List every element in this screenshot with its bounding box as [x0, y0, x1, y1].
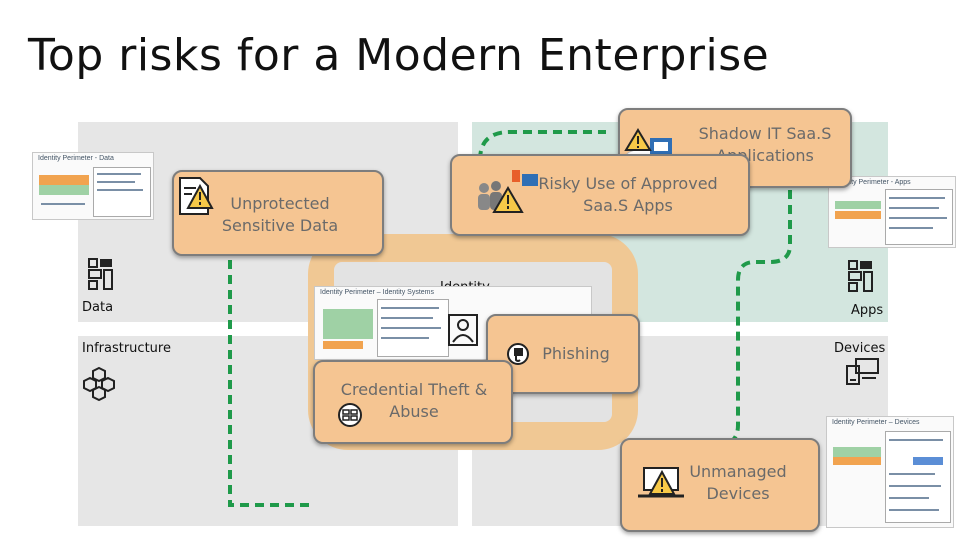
- data-pillar-icon: [88, 258, 113, 290]
- risk-credential-line1: Credential Theft &: [340, 380, 488, 399]
- risk-card-risky-use: Risky Use of Approved Saa.S Apps: [450, 154, 750, 236]
- risk-card-credential-theft: Credential Theft & Abuse: [313, 360, 513, 444]
- pillar-label-data: Data: [82, 300, 114, 315]
- risk-card-unprotected-data: Unprotected Sensitive Data: [172, 170, 384, 256]
- pillar-label-apps: Apps: [851, 303, 884, 318]
- users-apps-warning-icon: [478, 170, 538, 213]
- risk-credential-line2: Abuse: [389, 402, 439, 421]
- document-warning-icon: [179, 177, 214, 215]
- thumbnail-devices: Identity Perimeter – Devices: [826, 416, 954, 528]
- pillar-label-infrastructure: Infrastructure: [82, 341, 171, 356]
- risk-card-unmanaged-devices: Unmanaged Devices: [620, 438, 820, 532]
- apps-pillar-icon: [848, 260, 873, 292]
- infrastructure-honeycomb-icon: [83, 366, 115, 402]
- risk-unmanaged-line2: Devices: [706, 484, 770, 503]
- identity-badge-icon: [338, 403, 362, 427]
- risk-shadow-it-line1: Shadow IT Saa.S: [698, 124, 832, 143]
- phishing-hook-icon: [507, 343, 529, 365]
- thumbnail-data: Identity Perimeter - Data: [32, 152, 154, 220]
- risk-risky-use-line1: Risky Use of Approved: [538, 174, 718, 193]
- risk-unprotected-line2: Sensitive Data: [221, 216, 339, 235]
- devices-pillar-icon: [846, 358, 879, 385]
- thumbnail-apps: Identity Perimeter - Apps: [828, 176, 956, 248]
- pillar-label-devices: Devices: [834, 341, 886, 356]
- identity-user-icon: [448, 314, 478, 346]
- risk-unprotected-line1: Unprotected: [230, 194, 330, 213]
- risk-phishing-line1: Phishing: [542, 344, 610, 363]
- page-title: Top risks for a Modern Enterprise: [28, 30, 770, 81]
- risk-unmanaged-line1: Unmanaged: [689, 462, 787, 481]
- risk-risky-use-line2: Saa.S Apps: [583, 196, 673, 215]
- dashed-path-left: [228, 245, 312, 507]
- laptop-warning-icon: [638, 467, 684, 498]
